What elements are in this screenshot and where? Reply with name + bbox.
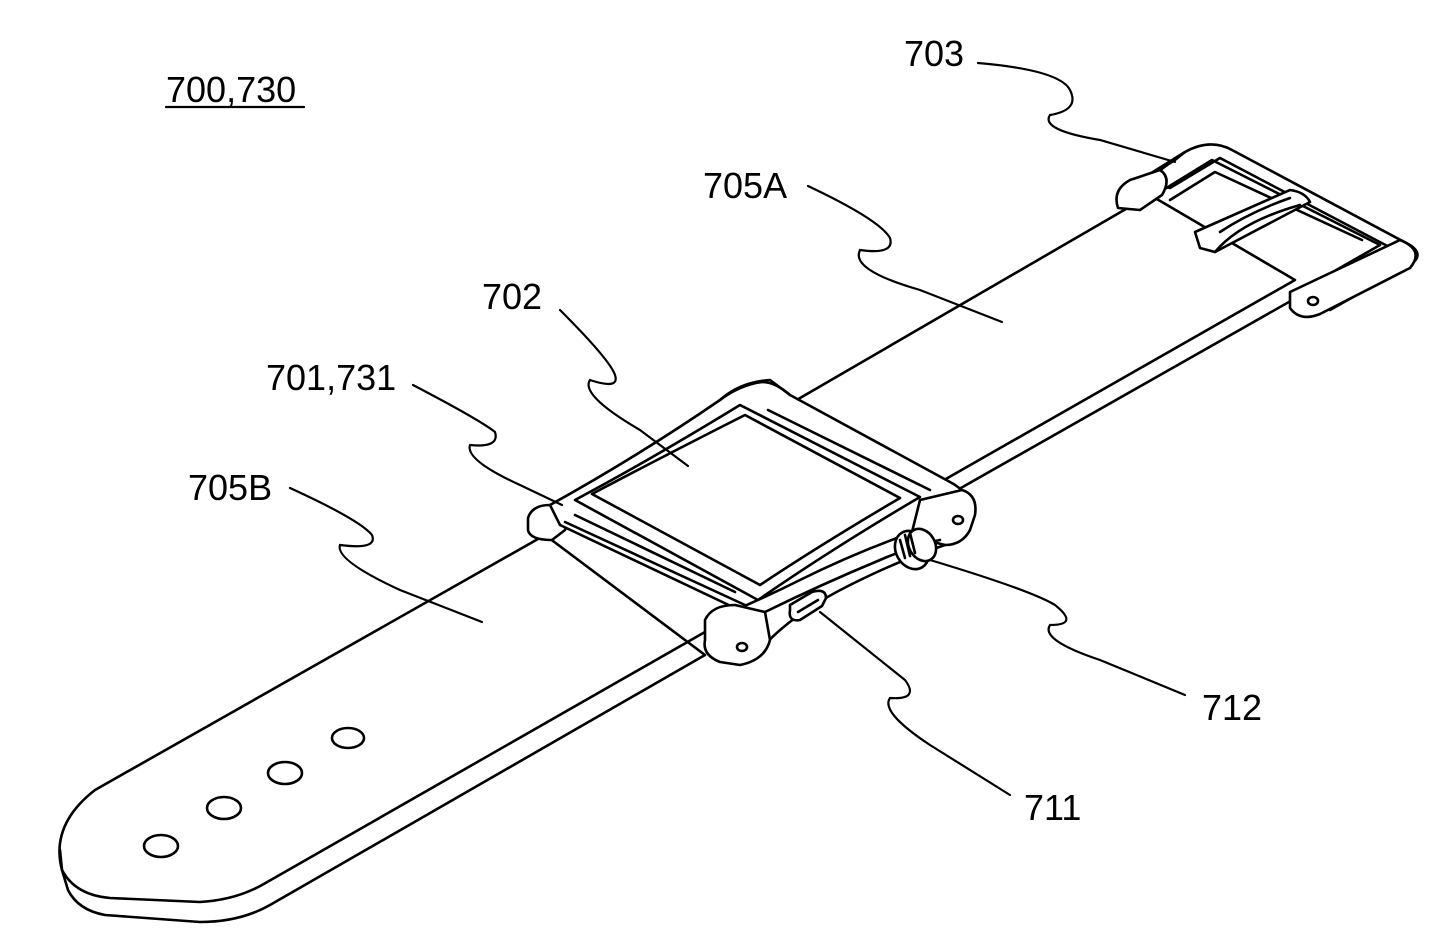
label-strap-lower: 705B — [188, 467, 272, 508]
figure-label: 700,730 — [166, 69, 296, 110]
label-buckle: 703 — [904, 33, 964, 74]
label-button: 711 — [1024, 787, 1081, 828]
label-strap-upper: 705A — [703, 165, 787, 206]
label-crown: 712 — [1202, 687, 1262, 728]
lower-strap — [59, 535, 712, 922]
label-housing: 701,731 — [266, 357, 396, 398]
label-display: 702 — [482, 276, 542, 317]
